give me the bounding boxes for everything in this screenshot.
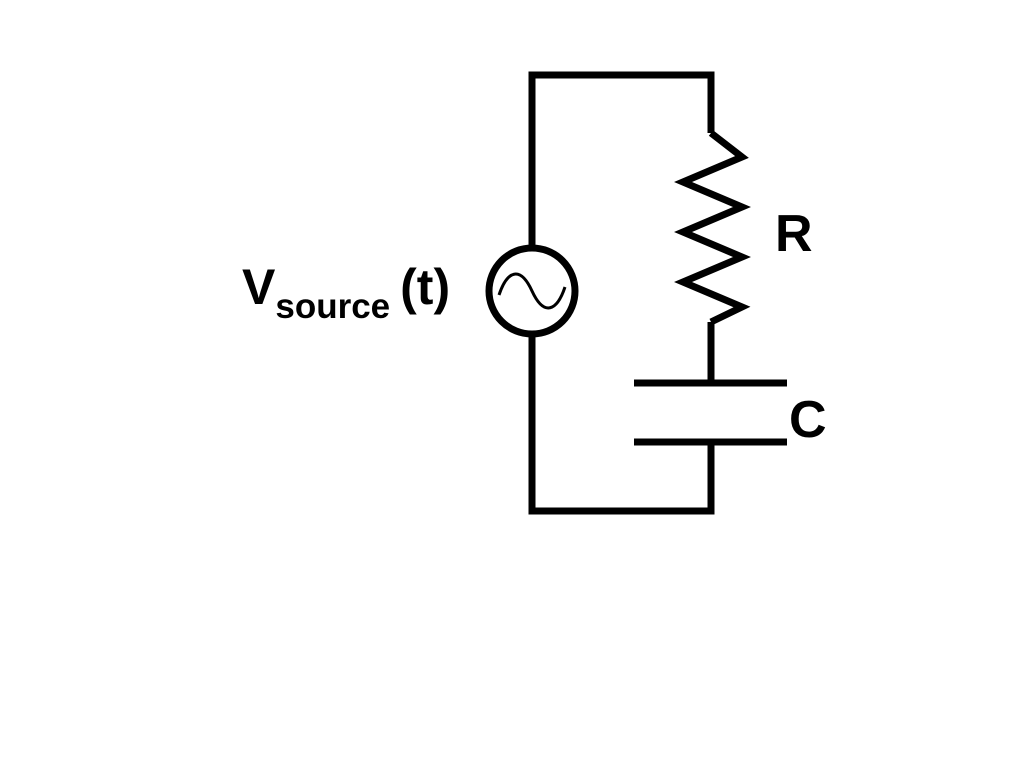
resistor-zigzag-icon bbox=[674, 130, 751, 326]
resistor-label: R bbox=[775, 205, 813, 263]
source-label-subscript: source bbox=[275, 287, 391, 326]
capacitor-plates-icon bbox=[634, 379, 787, 446]
source-label-argument: (t) bbox=[400, 259, 451, 315]
ac-voltage-source-icon bbox=[485, 244, 579, 338]
sine-wave-icon bbox=[497, 272, 567, 310]
source-voltage-label: Vsource(t) bbox=[242, 259, 451, 324]
source-label-main: V bbox=[242, 259, 276, 315]
left-top-wire bbox=[528, 71, 715, 247]
capacitor-label: C bbox=[789, 391, 827, 449]
